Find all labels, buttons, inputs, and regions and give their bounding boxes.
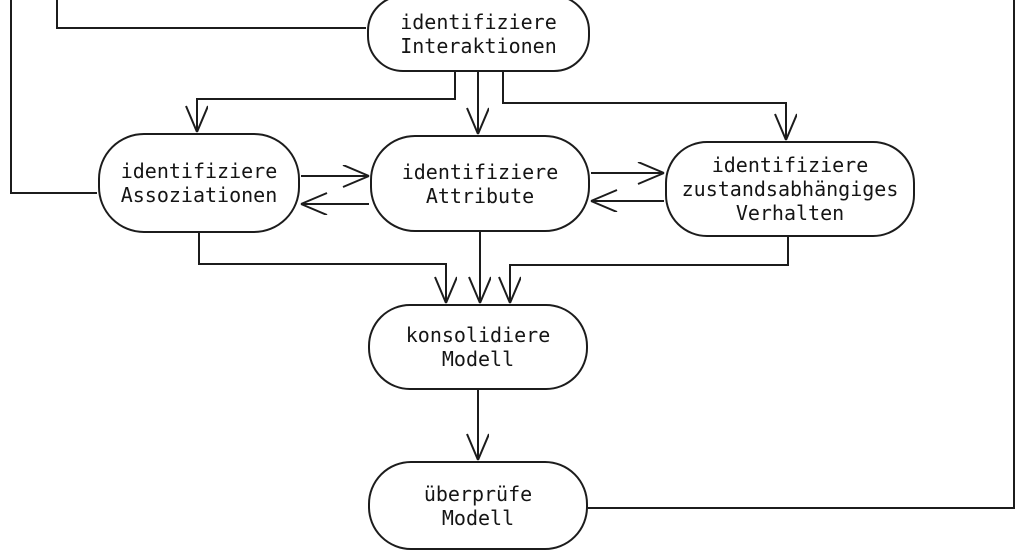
node-label-line: identifiziere <box>711 153 869 177</box>
node-label-line: konsolidiere <box>405 323 551 347</box>
edge-ueberpruefe-to-offscreen-top-right <box>588 0 1015 509</box>
node-identifiziere-assoziationen: identifiziere Assoziationen <box>98 133 300 233</box>
node-label-line: zustandsabhängiges <box>681 177 899 201</box>
node-label-line: identifiziere <box>120 159 278 183</box>
node-label-line: Modell <box>441 347 515 371</box>
node-label-line: Modell <box>441 505 515 530</box>
node-identifiziere-zustandsabhaengiges-verhalten: identifiziere zustandsabhängiges Verhalt… <box>665 141 915 237</box>
edge-offscreen-top-to-interaktionen <box>56 0 366 29</box>
edges-group <box>10 0 1015 509</box>
node-label-line: Attribute <box>425 183 535 208</box>
node-konsolidiere-modell: konsolidiere Modell <box>368 304 588 390</box>
node-label-line: identifiziere <box>400 9 557 34</box>
node-label-line: überprüfe <box>423 481 533 506</box>
edge-interaktionen-to-verhalten <box>502 71 786 140</box>
node-identifiziere-interaktionen: identifiziere Interaktionen <box>367 0 590 72</box>
node-label-line: identifiziere <box>401 159 559 184</box>
node-ueberpruefe-modell: überprüfe Modell <box>368 461 588 550</box>
node-label-line: Verhalten <box>735 201 845 225</box>
edge-verhalten-to-konsolidiere <box>510 237 789 303</box>
edge-interaktionen-to-assoziationen <box>197 71 456 132</box>
node-identifiziere-attribute: identifiziere Attribute <box>370 135 590 232</box>
node-label-line: Interaktionen <box>400 33 557 58</box>
node-label-line: Assoziationen <box>120 183 278 207</box>
edge-offscreen-top-to-assoziationen <box>10 0 97 194</box>
edge-assoziationen-to-konsolidiere <box>198 233 446 303</box>
